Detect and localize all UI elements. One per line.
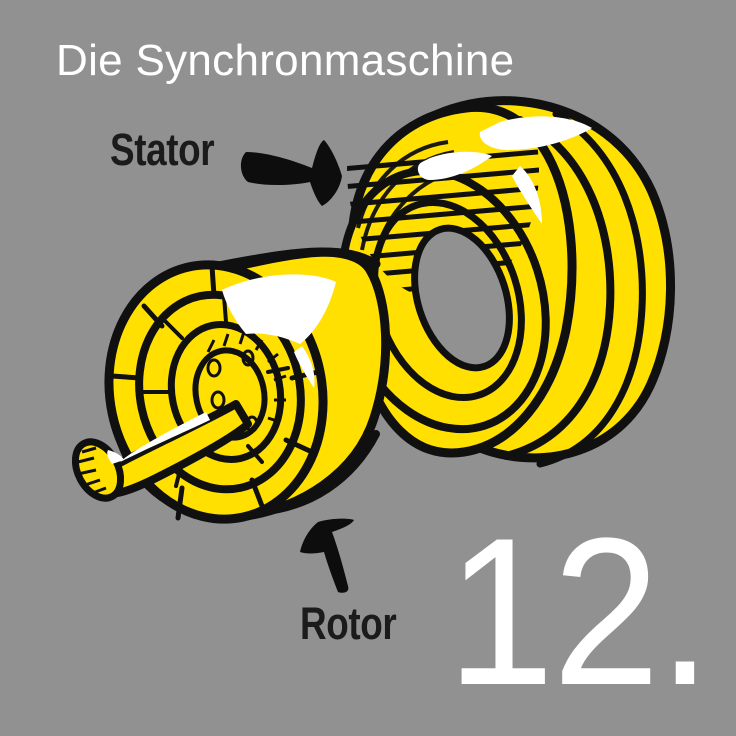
rotor-label: Rotor <box>300 598 397 649</box>
slide-number: 12. <box>446 494 712 730</box>
stator-bore-hole <box>411 224 513 372</box>
page-title: Die Synchronmaschine <box>56 36 515 85</box>
rotor-highlights <box>222 274 336 388</box>
rotor-shaft <box>71 400 252 502</box>
shaft-spline-end <box>71 438 125 502</box>
stator-drum <box>338 96 676 468</box>
rotor-assembly <box>104 247 391 524</box>
stator-highlights <box>417 116 592 224</box>
stator-label: Stator <box>110 124 215 175</box>
